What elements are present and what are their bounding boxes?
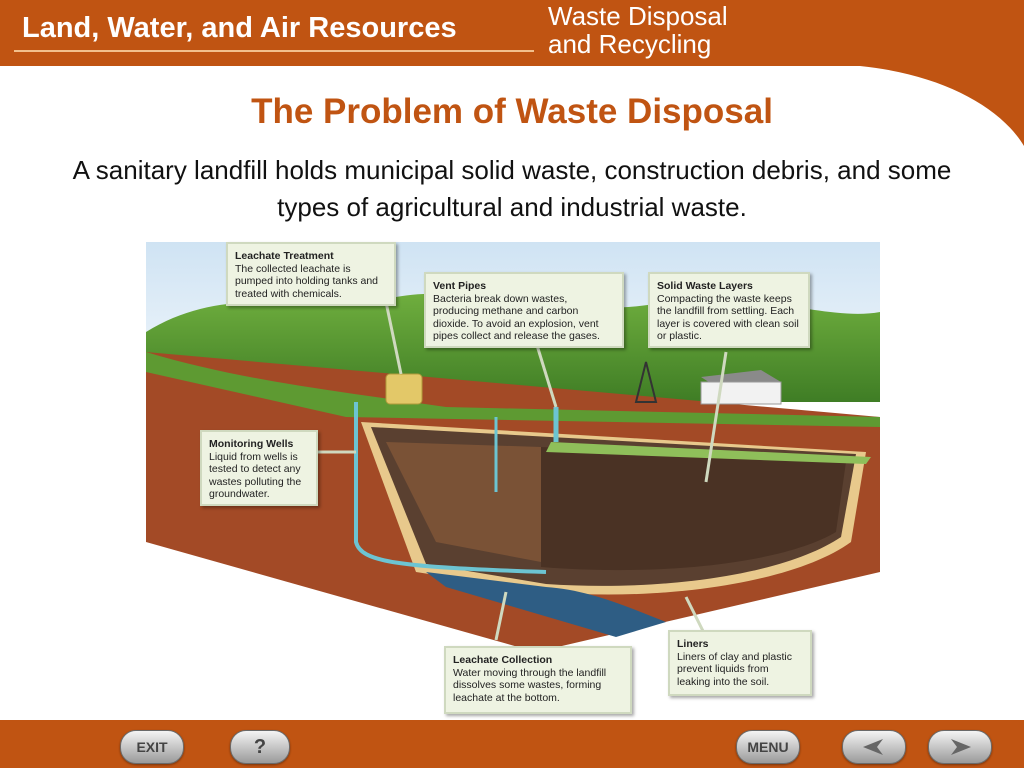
leader-line (704, 351, 728, 483)
callout-title: Vent Pipes (433, 280, 487, 292)
callout-monitoring-wells: Monitoring Wells Liquid from wells is te… (200, 430, 318, 506)
exit-button[interactable]: EXIT (120, 730, 184, 764)
holding-tank (385, 373, 423, 405)
callout-text: The collected leachate is pumped into ho… (235, 262, 379, 300)
chapter-title: Land, Water, and Air Resources (22, 12, 457, 44)
leachate-pool (426, 572, 666, 637)
header-bar (0, 0, 1024, 70)
callout-leachate-collection: Leachate Collection Water moving through… (444, 646, 632, 714)
slide-title: The Problem of Waste Disposal (251, 92, 773, 131)
landfill-illustration: Leachate Treatment The collected leachat… (146, 242, 880, 716)
forward-button[interactable] (928, 730, 992, 764)
callout-text: Liquid from wells is tested to detect an… (209, 450, 302, 501)
cutaway-face (386, 442, 541, 562)
power-tower (634, 361, 658, 403)
help-button[interactable]: ? (230, 730, 290, 764)
header-divider (14, 50, 534, 52)
callout-title: Leachate Treatment (235, 250, 334, 262)
callout-leachate-treatment: Leachate Treatment The collected leachat… (226, 242, 396, 306)
callout-title: Solid Waste Layers (657, 280, 753, 292)
callout-title: Leachate Collection (453, 654, 553, 666)
section-title-line1: Waste Disposal (548, 1, 728, 31)
monitoring-well-pipe (354, 402, 547, 574)
back-button[interactable] (842, 730, 906, 764)
callout-text: Liners of clay and plastic prevent liqui… (677, 650, 792, 688)
leader-line (494, 591, 508, 641)
callout-solid-waste-layers: Solid Waste Layers Compacting the waste … (648, 272, 810, 348)
callout-title: Monitoring Wells (209, 438, 294, 450)
slide-body-text: A sanitary landfill holds municipal soli… (72, 155, 952, 222)
waste-cells (541, 447, 846, 571)
right-arrow-icon (951, 739, 971, 755)
leader-line (534, 341, 558, 408)
callout-text: Bacteria break down wastes, producing me… (433, 292, 600, 343)
top-soil-cover (546, 442, 871, 464)
callout-vent-pipes: Vent Pipes Bacteria break down wastes, p… (424, 272, 624, 348)
grass-surface (146, 352, 880, 427)
callout-title: Liners (677, 638, 709, 650)
menu-button[interactable]: MENU (736, 730, 800, 764)
section-title-line2: and Recycling (548, 29, 712, 59)
callout-text: Compacting the waste keeps the landfill … (657, 292, 799, 343)
left-arrow-icon (863, 739, 883, 755)
leader-line (384, 301, 403, 375)
building (700, 381, 782, 405)
callout-liners: Liners Liners of clay and plastic preven… (668, 630, 812, 696)
callout-text: Water moving through the landfill dissol… (453, 666, 607, 704)
header-corner-swoosh (860, 66, 1024, 146)
section-title: Waste Disposal and Recycling (548, 2, 728, 58)
